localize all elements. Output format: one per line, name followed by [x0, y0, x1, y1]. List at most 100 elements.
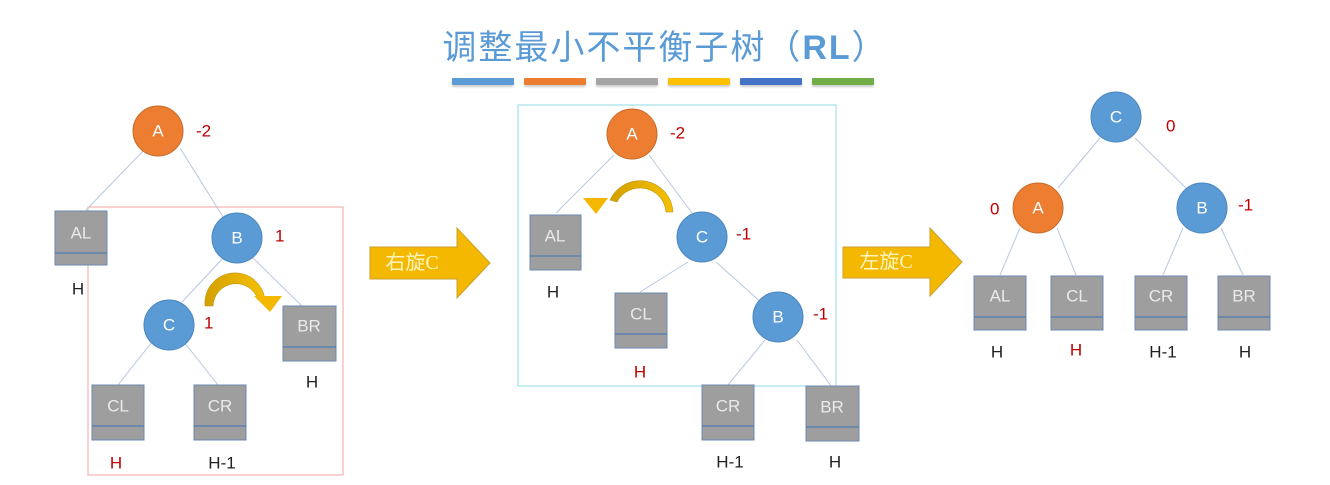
edge: [727, 339, 766, 386]
subtree-height: H-1: [208, 454, 235, 473]
subtree-label: CL: [107, 397, 129, 416]
arrow-label: 左旋C: [859, 250, 912, 273]
subtree-label: AL: [990, 287, 1011, 306]
subtree-height: H: [306, 373, 318, 392]
stage2-subtree-cr: CR H-1: [701, 384, 755, 472]
stage2-highlight-box: [517, 104, 837, 387]
edge: [639, 261, 689, 293]
balance-factor: -1: [736, 225, 751, 244]
color-bar: [596, 78, 658, 85]
edge: [1162, 227, 1184, 276]
balance-factor: 0: [990, 200, 999, 219]
page-title: 调整最小不平衡子树（RL）: [0, 20, 1330, 69]
stage1-subtree-al: AL H: [54, 210, 108, 299]
node-label: C: [1110, 108, 1122, 127]
stage1-tree: A -2 B 1 C 1 AL H BR H: [54, 105, 344, 476]
node-label: A: [626, 125, 638, 144]
balance-factor: -2: [670, 124, 685, 143]
title-main: 调整最小不平衡子树（: [442, 29, 803, 67]
edge: [85, 147, 147, 211]
color-bars: [452, 78, 874, 85]
stage2-node-c: C -1: [676, 211, 751, 263]
edge: [999, 227, 1021, 276]
color-bar: [740, 78, 802, 85]
stage1-highlight-box: [87, 206, 344, 476]
edge: [1134, 137, 1189, 191]
node-label: B: [1196, 199, 1207, 218]
stage2-subtree-cl: CL H: [614, 292, 668, 382]
rotate-right-arc-icon: [204, 272, 282, 312]
subtree-label: BR: [820, 398, 844, 417]
subtree-label: CL: [630, 305, 652, 324]
subtree-label: AL: [545, 227, 566, 246]
stage3-subtree-cr: CR H-1: [1134, 275, 1188, 362]
stage2-subtree-al: AL H: [529, 214, 582, 302]
subtree-height: H: [1239, 343, 1251, 362]
color-bar: [812, 78, 874, 85]
subtree-height: H: [829, 453, 841, 472]
subtree-label: CR: [1149, 287, 1174, 306]
node-label: A: [152, 122, 164, 141]
edge: [183, 341, 219, 386]
subtree-label: CR: [208, 397, 233, 416]
arrow-right-icon: [369, 226, 491, 300]
balance-factor: 1: [275, 227, 284, 246]
edge: [1057, 137, 1101, 189]
stage2-node-a: A -2: [606, 108, 685, 160]
node-label: B: [231, 229, 242, 248]
rotate-left-arc-icon: [583, 180, 674, 214]
edge: [796, 339, 833, 388]
stage3-subtree-cl: CL H: [1050, 275, 1104, 360]
subtree-label: CL: [1066, 287, 1088, 306]
stage1-node-a: A -2: [132, 105, 211, 157]
balance-factor: -1: [813, 305, 828, 324]
title-rl: RL: [802, 29, 852, 67]
subtree-label: BR: [1232, 287, 1256, 306]
stage1-subtree-cl: CL H: [91, 384, 145, 473]
node-label: A: [1032, 199, 1044, 218]
edge: [555, 154, 615, 214]
edge: [181, 254, 227, 303]
edge: [648, 154, 693, 214]
subtree-label: AL: [71, 224, 92, 243]
subtree-height: H: [110, 454, 122, 473]
stage3-node-a: A 0: [990, 182, 1064, 234]
balance-factor: 1: [204, 314, 213, 333]
arrow-right-icon: [842, 226, 963, 298]
balance-factor: 0: [1166, 117, 1175, 136]
subtree-height: H-1: [1149, 343, 1176, 362]
subtree-height: H: [1070, 341, 1082, 360]
edge: [1220, 227, 1244, 276]
title-close: ）: [851, 29, 888, 67]
stage2-node-b: B -1: [752, 291, 828, 343]
color-bar: [524, 78, 586, 85]
stage3-node-b: B -1: [1176, 182, 1253, 234]
subtree-label: BR: [297, 317, 321, 336]
stage3-subtree-br: BR H: [1217, 275, 1271, 362]
stage1-node-b: B 1: [211, 212, 284, 264]
balance-factor: -2: [196, 122, 211, 141]
node-label: C: [163, 316, 175, 335]
edge: [117, 341, 153, 386]
color-bar: [452, 78, 514, 85]
edge: [715, 261, 765, 306]
color-bar: [668, 78, 730, 85]
stage3-node-c: C 0: [1090, 91, 1175, 143]
stage2-subtree-br: BR H: [805, 385, 860, 472]
edge: [249, 254, 305, 309]
right-rotate-arrow: 右旋C: [369, 226, 491, 300]
node-label: B: [772, 308, 783, 327]
subtree-label: CR: [716, 397, 741, 416]
stage2-tree: A -2 C -1 B -1 AL H CL H: [517, 104, 860, 472]
left-rotate-arrow: 左旋C: [842, 226, 963, 298]
subtree-height: H: [634, 363, 646, 382]
subtree-height: H: [547, 283, 559, 302]
stage1-subtree-br: BR H: [282, 305, 337, 392]
edge: [179, 147, 226, 221]
edge: [1056, 227, 1077, 276]
arrow-label: 右旋C: [385, 251, 438, 274]
subtree-height: H-1: [716, 453, 743, 472]
subtree-height: H: [72, 280, 84, 299]
balance-factor: -1: [1238, 196, 1253, 215]
